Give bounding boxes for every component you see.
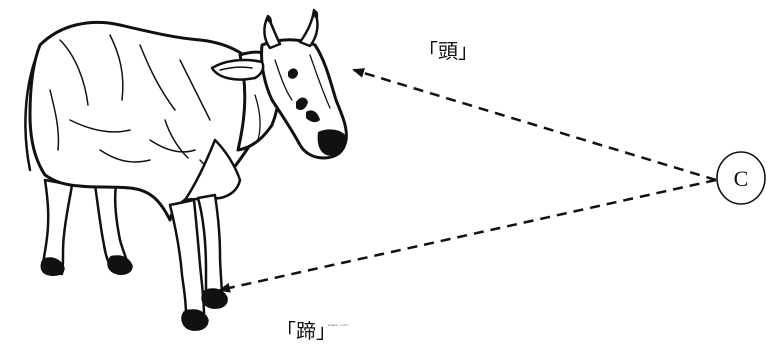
cow-dewlap	[183, 138, 242, 202]
arrows	[218, 68, 717, 293]
cow-horn-tips	[266, 10, 319, 23]
circle-c-label: C	[734, 166, 749, 191]
label-hoof: 「蹄」	[276, 319, 336, 343]
cow-horns	[263, 8, 319, 50]
arrow-to-head	[352, 68, 717, 182]
cow-back-hooves	[40, 255, 133, 276]
circle-c-outline	[716, 151, 766, 205]
cow-front-hooves	[181, 288, 228, 331]
cow-head-markings	[288, 68, 347, 156]
circle-c-node: C	[716, 151, 766, 205]
watermark-text: www.t…l.com	[328, 323, 348, 327]
arrow-to-hoof	[218, 178, 717, 293]
cow-face-shading	[254, 54, 331, 141]
cow-back-legs	[41, 178, 130, 276]
label-head: 「頭」	[418, 39, 478, 63]
cow-ear	[210, 58, 265, 81]
cow-body-shading	[49, 34, 219, 191]
cow-tail	[24, 58, 37, 172]
cow-ear-inner	[219, 66, 253, 71]
cow-illustration	[24, 8, 348, 331]
